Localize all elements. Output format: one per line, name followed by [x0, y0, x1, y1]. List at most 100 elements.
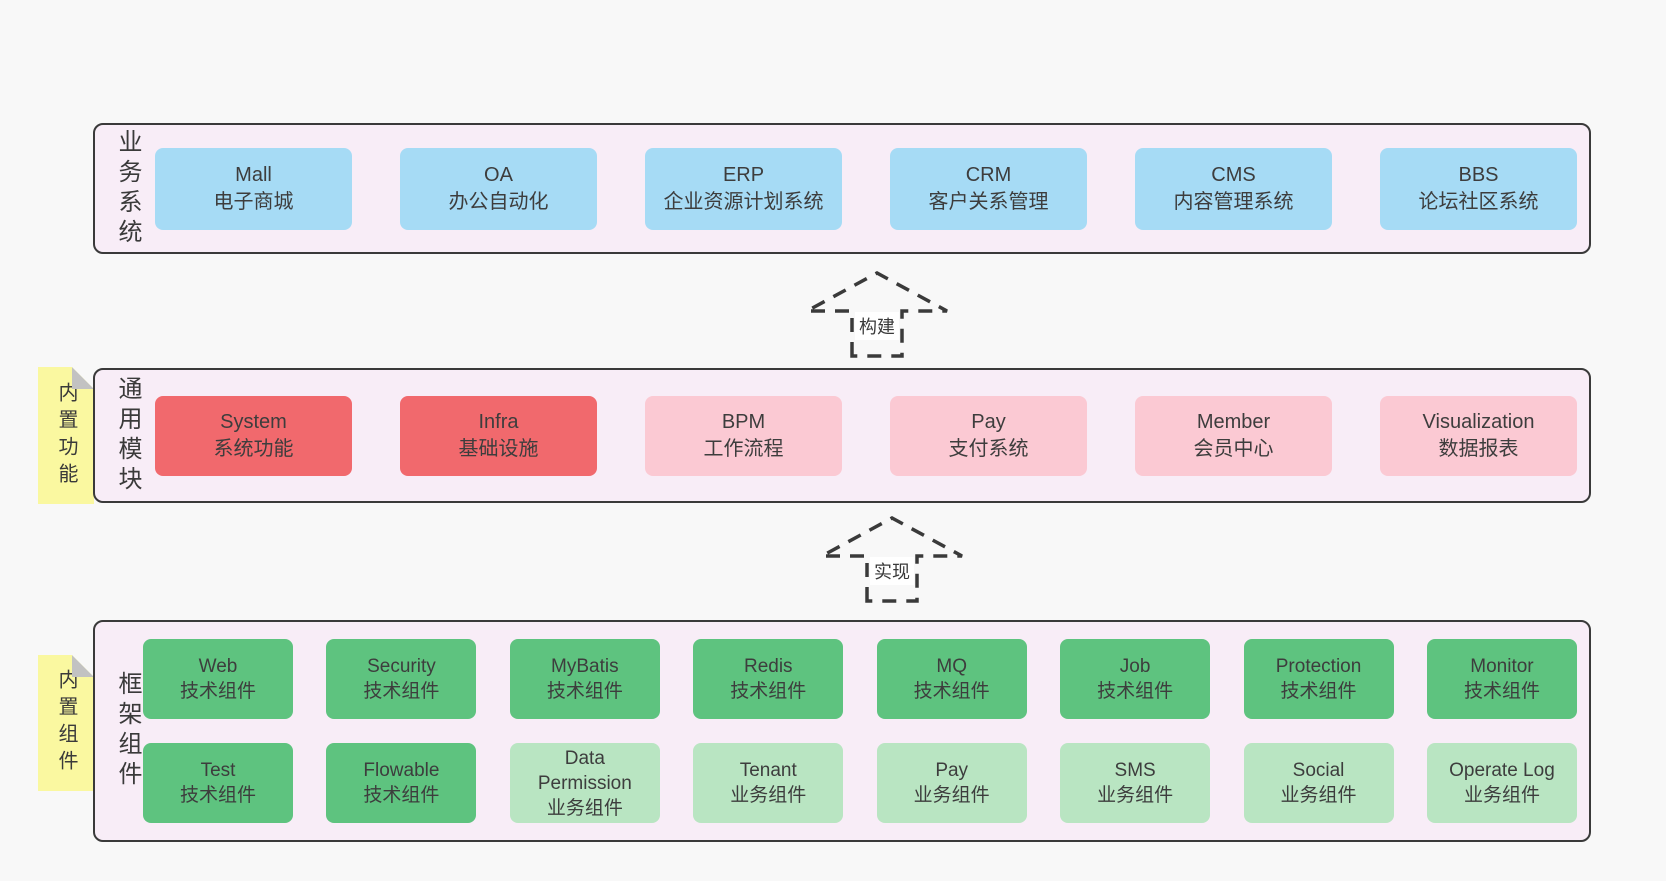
box-title: Flowable [363, 760, 440, 781]
diagram-box-member: Member 会员中心 [1135, 395, 1332, 476]
box-subtitle: 办公自动化 [448, 190, 549, 213]
diagram-box-data-permission: Data Permission 业务组件 [509, 743, 660, 823]
diagram-box-erp: ERP 企业资源计划系统 [645, 147, 842, 230]
diagram-box-tenant: Tenant 业务组件 [693, 743, 844, 823]
sticky-tag-label: 内置组件 [55, 669, 77, 777]
box-subtitle: 技术组件 [913, 681, 990, 702]
diagram-box-mybatis: MyBatis 技术组件 [509, 639, 660, 719]
box-title: MQ [936, 656, 967, 677]
folded-corner-icon [72, 655, 94, 677]
box-subtitle: 企业资源计划系统 [663, 190, 824, 213]
sticky-tag-built-in-components: 内置组件 [38, 655, 94, 791]
box-subtitle: 技术组件 [363, 785, 440, 806]
box-subtitle: 技术组件 [1097, 681, 1174, 702]
box-title: Job [1119, 656, 1151, 677]
modules-boxes-row: System 系统功能 Infra 基础设施 BPM 工作流程 Pay 支付系统 Member 会… [143, 395, 1589, 476]
box-subtitle: 工作流程 [703, 437, 784, 460]
diagram-box-monitor: Monitor 技术组件 [1426, 639, 1577, 719]
box-subtitle: 论坛社区系统 [1418, 190, 1539, 213]
box-subtitle: 技术组件 [1280, 681, 1357, 702]
arrow-label: 实现 [870, 557, 914, 585]
box-title: Pay [971, 410, 1006, 433]
box-title: Pay [935, 760, 969, 781]
diagram-box-security: Security 技术组件 [326, 639, 477, 719]
box-subtitle: 内容管理系统 [1173, 190, 1294, 213]
diagram-box-job: Job 技术组件 [1060, 639, 1211, 719]
diagram-box-sms: SMS 业务组件 [1060, 743, 1211, 823]
box-title: Visualization [1422, 410, 1535, 433]
box-subtitle: 技术组件 [179, 681, 256, 702]
box-title: Monitor [1470, 656, 1534, 677]
box-subtitle: 支付系统 [948, 437, 1029, 460]
block-arrow-up-icon [821, 516, 963, 603]
box-subtitle: 业务组件 [913, 785, 990, 806]
box-subtitle: 基础设施 [458, 437, 539, 460]
diagram-box-oa: OA 办公自动化 [400, 147, 597, 230]
folded-corner-icon [72, 367, 94, 389]
box-title: ERP [722, 163, 765, 186]
box-subtitle: 技术组件 [179, 785, 256, 806]
box-subtitle: 业务组件 [1463, 785, 1540, 806]
box-title: Tenant [739, 760, 797, 781]
box-subtitle: 系统功能 [213, 437, 294, 460]
diagram-box-pay: Pay 业务组件 [876, 743, 1027, 823]
box-title: Operate Log [1449, 760, 1555, 781]
diagram-box-social: Social 业务组件 [1243, 743, 1394, 823]
diagram-box-operate-log: Operate Log 业务组件 [1426, 743, 1577, 823]
box-title: MyBatis [551, 656, 619, 677]
arrow-label: 构建 [855, 312, 899, 340]
box-subtitle: 数据报表 [1438, 437, 1519, 460]
diagram-box-mall: Mall 电子商城 [155, 147, 352, 230]
box-title: Web [198, 656, 238, 677]
box-title: Infra [478, 410, 519, 433]
box-title: Test [200, 760, 236, 781]
arrow-build: 构建 [802, 270, 952, 360]
box-subtitle: 业务组件 [546, 797, 623, 819]
box-title: Member [1196, 410, 1271, 433]
diagram-box-mq: MQ 技术组件 [876, 639, 1027, 719]
box-subtitle: 会员中心 [1193, 437, 1274, 460]
section-common-modules: 通用模块 System 系统功能 Infra 基础设施 BPM 工作流程 Pay 支付系统 Me… [93, 368, 1591, 503]
box-title: Redis [743, 656, 793, 677]
box-subtitle: 电子商城 [213, 190, 294, 213]
box-title: Security [367, 656, 436, 677]
diagram-box-test: Test 技术组件 [143, 743, 293, 823]
box-subtitle: 业务组件 [1097, 785, 1174, 806]
sticky-tag-built-in-functions: 内置功能 [38, 367, 94, 504]
box-subtitle: 业务组件 [1280, 785, 1357, 806]
diagram-box-bpm: BPM 工作流程 [645, 395, 842, 476]
box-subtitle: 业务组件 [730, 785, 807, 806]
box-title: SMS [1114, 760, 1156, 781]
box-title: Mall [235, 163, 272, 186]
diagram-box-system: System 系统功能 [155, 395, 352, 476]
box-subtitle: 技术组件 [730, 681, 807, 702]
box-subtitle: 技术组件 [363, 681, 440, 702]
diagram-box-protection: Protection 技术组件 [1243, 639, 1394, 719]
box-title: Data Permission [537, 747, 632, 794]
box-title: Protection [1275, 656, 1362, 677]
section-label-business-systems: 业务系统 [114, 128, 141, 249]
box-title: OA [484, 163, 513, 186]
section-label-common-modules: 通用模块 [114, 375, 141, 496]
diagram-box-pay: Pay 支付系统 [890, 395, 1087, 476]
box-title: Social [1292, 760, 1345, 781]
box-subtitle: 技术组件 [546, 681, 623, 702]
section-label-framework-components: 框架组件 [114, 671, 141, 791]
box-title: System [220, 410, 287, 433]
section-framework-components: 框架组件 Web 技术组件 Security 技术组件 MyBatis 技术组件 Redis… [93, 620, 1591, 842]
box-subtitle: 技术组件 [1463, 681, 1540, 702]
sticky-tag-label: 内置功能 [55, 381, 77, 490]
box-title: BPM [721, 410, 766, 433]
arrow-implement: 实现 [817, 515, 967, 605]
diagram-box-flowable: Flowable 技术组件 [326, 743, 477, 823]
block-arrow-up-icon [806, 271, 948, 358]
